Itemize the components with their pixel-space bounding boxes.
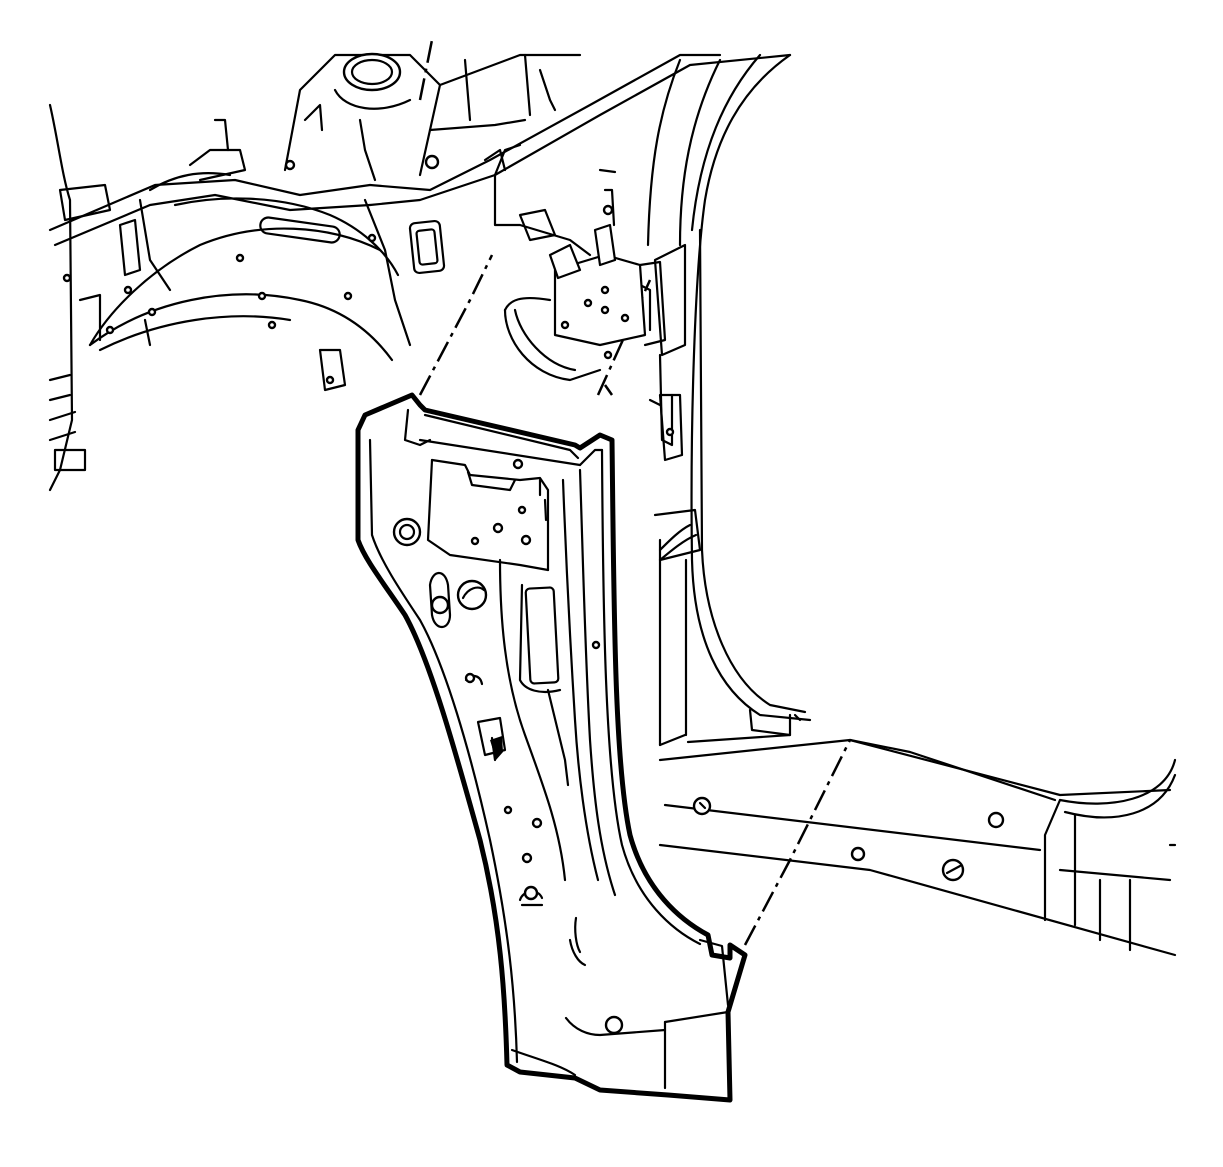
rocker-sill — [658, 708, 1177, 957]
front-frame-rail — [48, 103, 400, 492]
hinge-pillar-reinforcement — [355, 392, 748, 1103]
strut-tower — [283, 39, 582, 182]
door-hinge-bracket — [548, 168, 667, 360]
a-pillar-body — [363, 53, 812, 747]
